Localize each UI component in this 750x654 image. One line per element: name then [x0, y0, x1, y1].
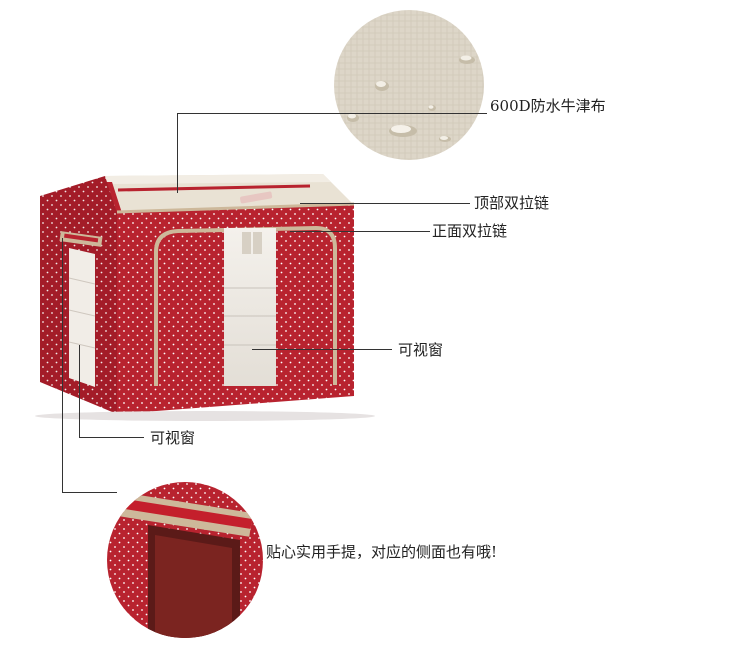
- storage-box: [35, 174, 375, 421]
- leader-handle-horizontal: [62, 492, 117, 493]
- label-top-zipper: 顶部双拉链: [474, 194, 550, 212]
- leader-front-zipper: [290, 231, 430, 232]
- leader-fabric-horizontal: [177, 113, 487, 114]
- label-handle: 贴心实用手提，对应的侧面也有哦!: [266, 543, 498, 561]
- leader-fabric-vertical: [177, 113, 178, 193]
- leader-side-window-vertical: [79, 345, 80, 438]
- leader-side-window-horizontal: [79, 437, 144, 438]
- label-side-window: 可视窗: [150, 429, 196, 447]
- label-front-zipper: 正面双拉链: [432, 222, 508, 240]
- label-fabric: 600D防水牛津布: [490, 97, 606, 115]
- label-front-window: 可视窗: [398, 341, 444, 359]
- fabric-closeup: [334, 10, 484, 160]
- leader-handle-vertical: [62, 238, 63, 492]
- leader-front-window: [252, 349, 392, 350]
- leader-top-zipper: [300, 203, 470, 204]
- handle-closeup: [107, 482, 263, 638]
